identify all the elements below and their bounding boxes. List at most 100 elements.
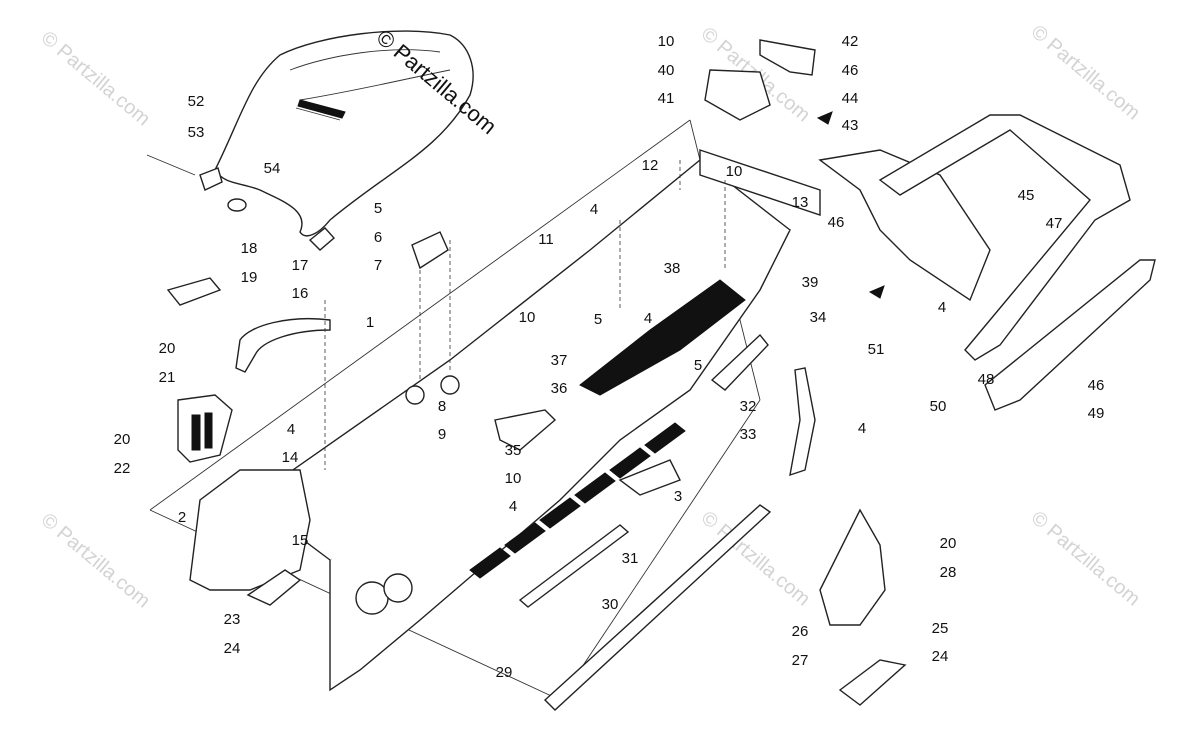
callout-4: 4 <box>287 421 295 438</box>
seat-bolt <box>146 154 196 176</box>
direction-arrow <box>816 111 833 125</box>
callout-20: 20 <box>940 535 957 552</box>
support-rod <box>518 524 630 608</box>
grab-handle <box>235 318 331 373</box>
callout-3: 3 <box>674 488 682 505</box>
side-stirrup <box>710 333 769 391</box>
callout-54: 54 <box>264 160 281 177</box>
skid-plate <box>819 508 886 626</box>
callout-18: 18 <box>241 240 258 257</box>
callout-48: 48 <box>978 371 995 388</box>
callout-32: 32 <box>740 398 757 415</box>
callout-46: 46 <box>842 62 859 79</box>
callout-7: 7 <box>374 257 382 274</box>
retainer-clip <box>440 375 460 395</box>
callout-51: 51 <box>868 341 885 358</box>
toe-hook <box>494 409 557 451</box>
callout-49: 49 <box>1088 405 1105 422</box>
callout-13: 13 <box>792 194 809 211</box>
watermark-tile: © Partzilla.com <box>1027 507 1144 610</box>
watermark-tile: © Partzilla.com <box>37 27 154 130</box>
cross-tube <box>543 504 772 711</box>
seat-stitch-lines <box>289 49 451 121</box>
callout-22: 22 <box>114 460 131 477</box>
callout-27: 27 <box>792 652 809 669</box>
side-trim <box>984 259 1156 411</box>
rear-bumper <box>878 114 1131 361</box>
watermark-tile: © Partzilla.com <box>37 509 154 612</box>
callout-45: 45 <box>1018 187 1035 204</box>
callout-20: 20 <box>114 431 131 448</box>
callout-4: 4 <box>509 498 517 515</box>
callout-5: 5 <box>594 311 602 328</box>
callout-5: 5 <box>374 200 382 217</box>
direction-arrow <box>868 285 885 299</box>
foot-bracket <box>618 459 681 496</box>
callout-41: 41 <box>658 90 675 107</box>
callout-15: 15 <box>292 532 309 549</box>
callout-29: 29 <box>496 664 513 681</box>
callout-46: 46 <box>828 214 845 231</box>
callout-12: 12 <box>642 157 659 174</box>
callout-46: 46 <box>1088 377 1105 394</box>
callout-2: 2 <box>178 509 186 526</box>
callout-9: 9 <box>438 426 446 443</box>
callout-26: 26 <box>792 623 809 640</box>
callout-19: 19 <box>241 269 258 286</box>
seat-strap <box>297 99 346 119</box>
callout-1: 1 <box>366 314 374 331</box>
callout-10: 10 <box>519 309 536 326</box>
seat-washer <box>227 198 247 212</box>
front-bracket <box>189 469 311 591</box>
retainer-clip <box>405 385 425 405</box>
seat-assembly <box>146 30 474 251</box>
rear-cup <box>246 569 302 606</box>
mount-bracket <box>411 231 449 270</box>
callout-53: 53 <box>188 124 205 141</box>
callout-35: 35 <box>505 442 522 459</box>
step-pad <box>838 659 907 706</box>
callout-33: 33 <box>740 426 757 443</box>
callout-16: 16 <box>292 285 309 302</box>
callout-4: 4 <box>644 310 652 327</box>
callout-39: 39 <box>802 274 819 291</box>
callout-31: 31 <box>622 550 639 567</box>
tether-strap <box>789 367 816 477</box>
callout-20: 20 <box>159 340 176 357</box>
callout-40: 40 <box>658 62 675 79</box>
running-board-treads <box>469 422 686 579</box>
callout-44: 44 <box>842 90 859 107</box>
heat-shield-vents <box>191 412 213 451</box>
small-cover <box>166 277 222 306</box>
callout-21: 21 <box>159 369 176 386</box>
callout-24: 24 <box>224 640 241 657</box>
callout-50: 50 <box>930 398 947 415</box>
panel-hole <box>383 573 413 603</box>
panel-hole <box>355 581 389 615</box>
callout-25: 25 <box>932 620 949 637</box>
alignment-lines <box>324 160 726 470</box>
rear-snowflap <box>818 149 991 302</box>
rear-bracket-rail <box>699 149 821 216</box>
callout-4: 4 <box>858 420 866 437</box>
light-housing <box>704 69 771 121</box>
callout-52: 52 <box>188 93 205 110</box>
callout-43: 43 <box>842 117 859 134</box>
tunnel-graphic-decal <box>579 279 746 396</box>
callout-4: 4 <box>938 299 946 316</box>
callout-10: 10 <box>726 163 743 180</box>
callout-23: 23 <box>224 611 241 628</box>
seat-latch-left <box>199 167 223 191</box>
callout-6: 6 <box>374 229 382 246</box>
callout-34: 34 <box>810 309 827 326</box>
light-lens <box>759 39 816 76</box>
callout-11: 11 <box>538 231 554 248</box>
callout-10: 10 <box>505 470 522 487</box>
callout-24: 24 <box>932 648 949 665</box>
callout-8: 8 <box>438 398 446 415</box>
callout-30: 30 <box>602 596 619 613</box>
callout-14: 14 <box>282 449 299 466</box>
seat <box>214 30 474 237</box>
